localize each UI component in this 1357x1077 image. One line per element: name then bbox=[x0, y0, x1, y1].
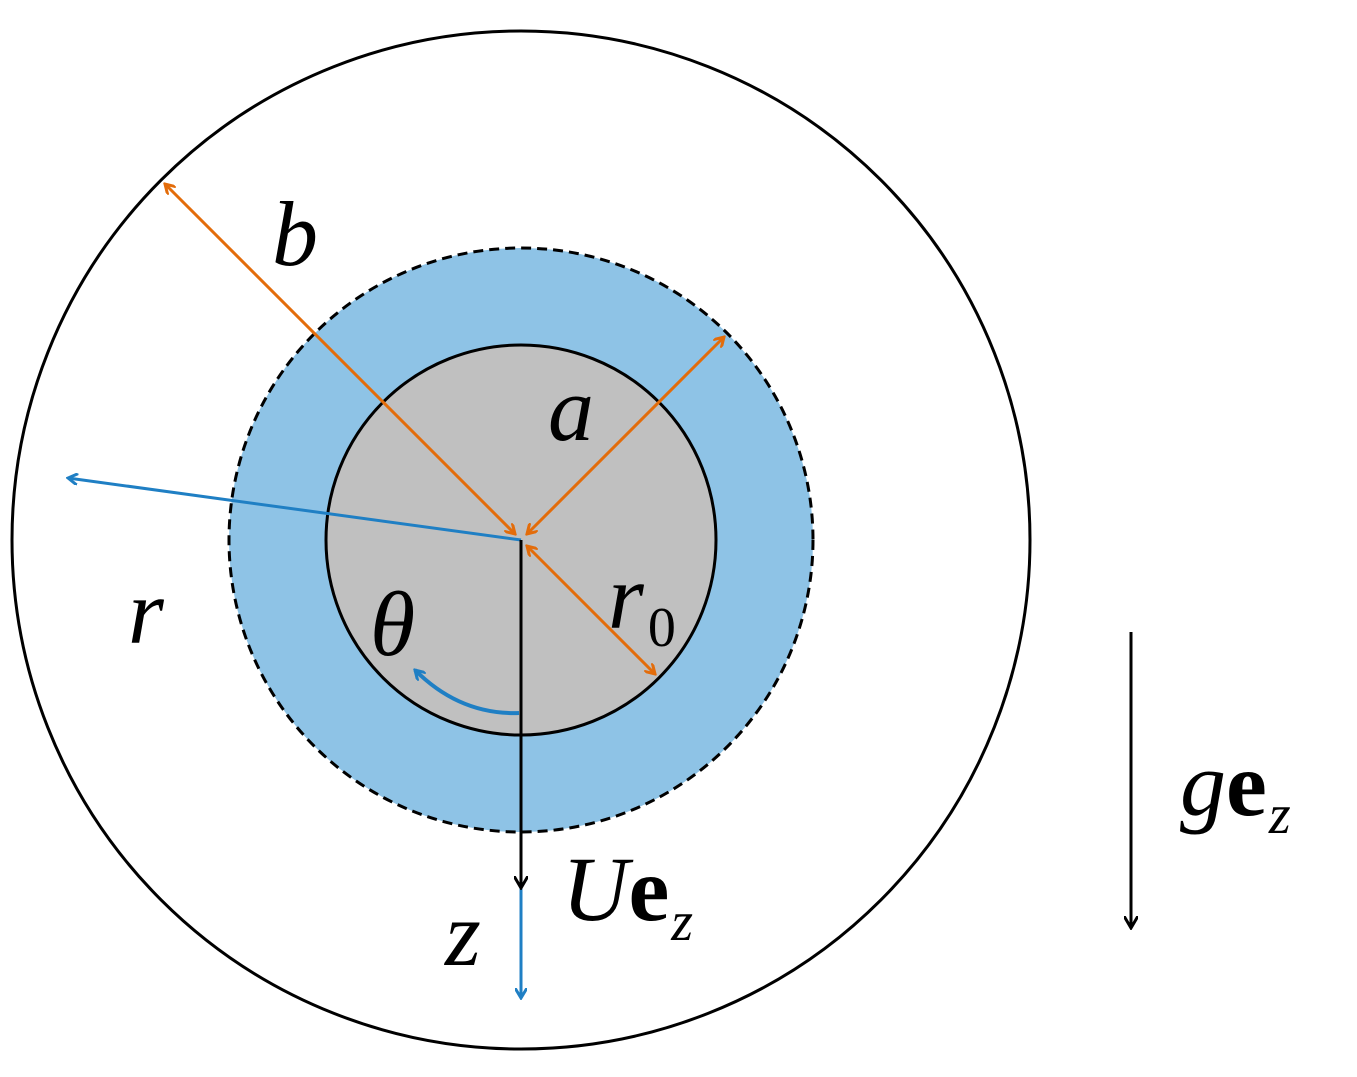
label-r0-subscript: 0 bbox=[648, 597, 676, 659]
radius-a-arrow bbox=[527, 337, 724, 534]
label-gravity-e: e bbox=[1226, 733, 1267, 835]
label-r0-main: r bbox=[608, 546, 645, 648]
label-z: z bbox=[443, 883, 481, 985]
label-gravity-g: g bbox=[1180, 733, 1226, 835]
radius-r0-arrow bbox=[527, 546, 655, 674]
label-velocity: Uez bbox=[562, 838, 693, 953]
label-r: r bbox=[128, 561, 165, 663]
label-gravity-subscript: z bbox=[1268, 784, 1291, 846]
label-b: b bbox=[272, 183, 318, 285]
radius-b-arrow bbox=[165, 184, 515, 534]
label-velocity-U: U bbox=[562, 838, 634, 940]
label-a: a bbox=[548, 358, 594, 460]
label-velocity-subscript: z bbox=[670, 891, 693, 953]
label-velocity-e: e bbox=[628, 838, 669, 940]
radial-coordinate-arrow bbox=[68, 478, 522, 542]
theta-angle-arrow bbox=[415, 670, 520, 716]
label-gravity: gez bbox=[1180, 733, 1291, 846]
label-theta: θ bbox=[370, 573, 415, 675]
label-r0: r0 bbox=[608, 546, 676, 659]
